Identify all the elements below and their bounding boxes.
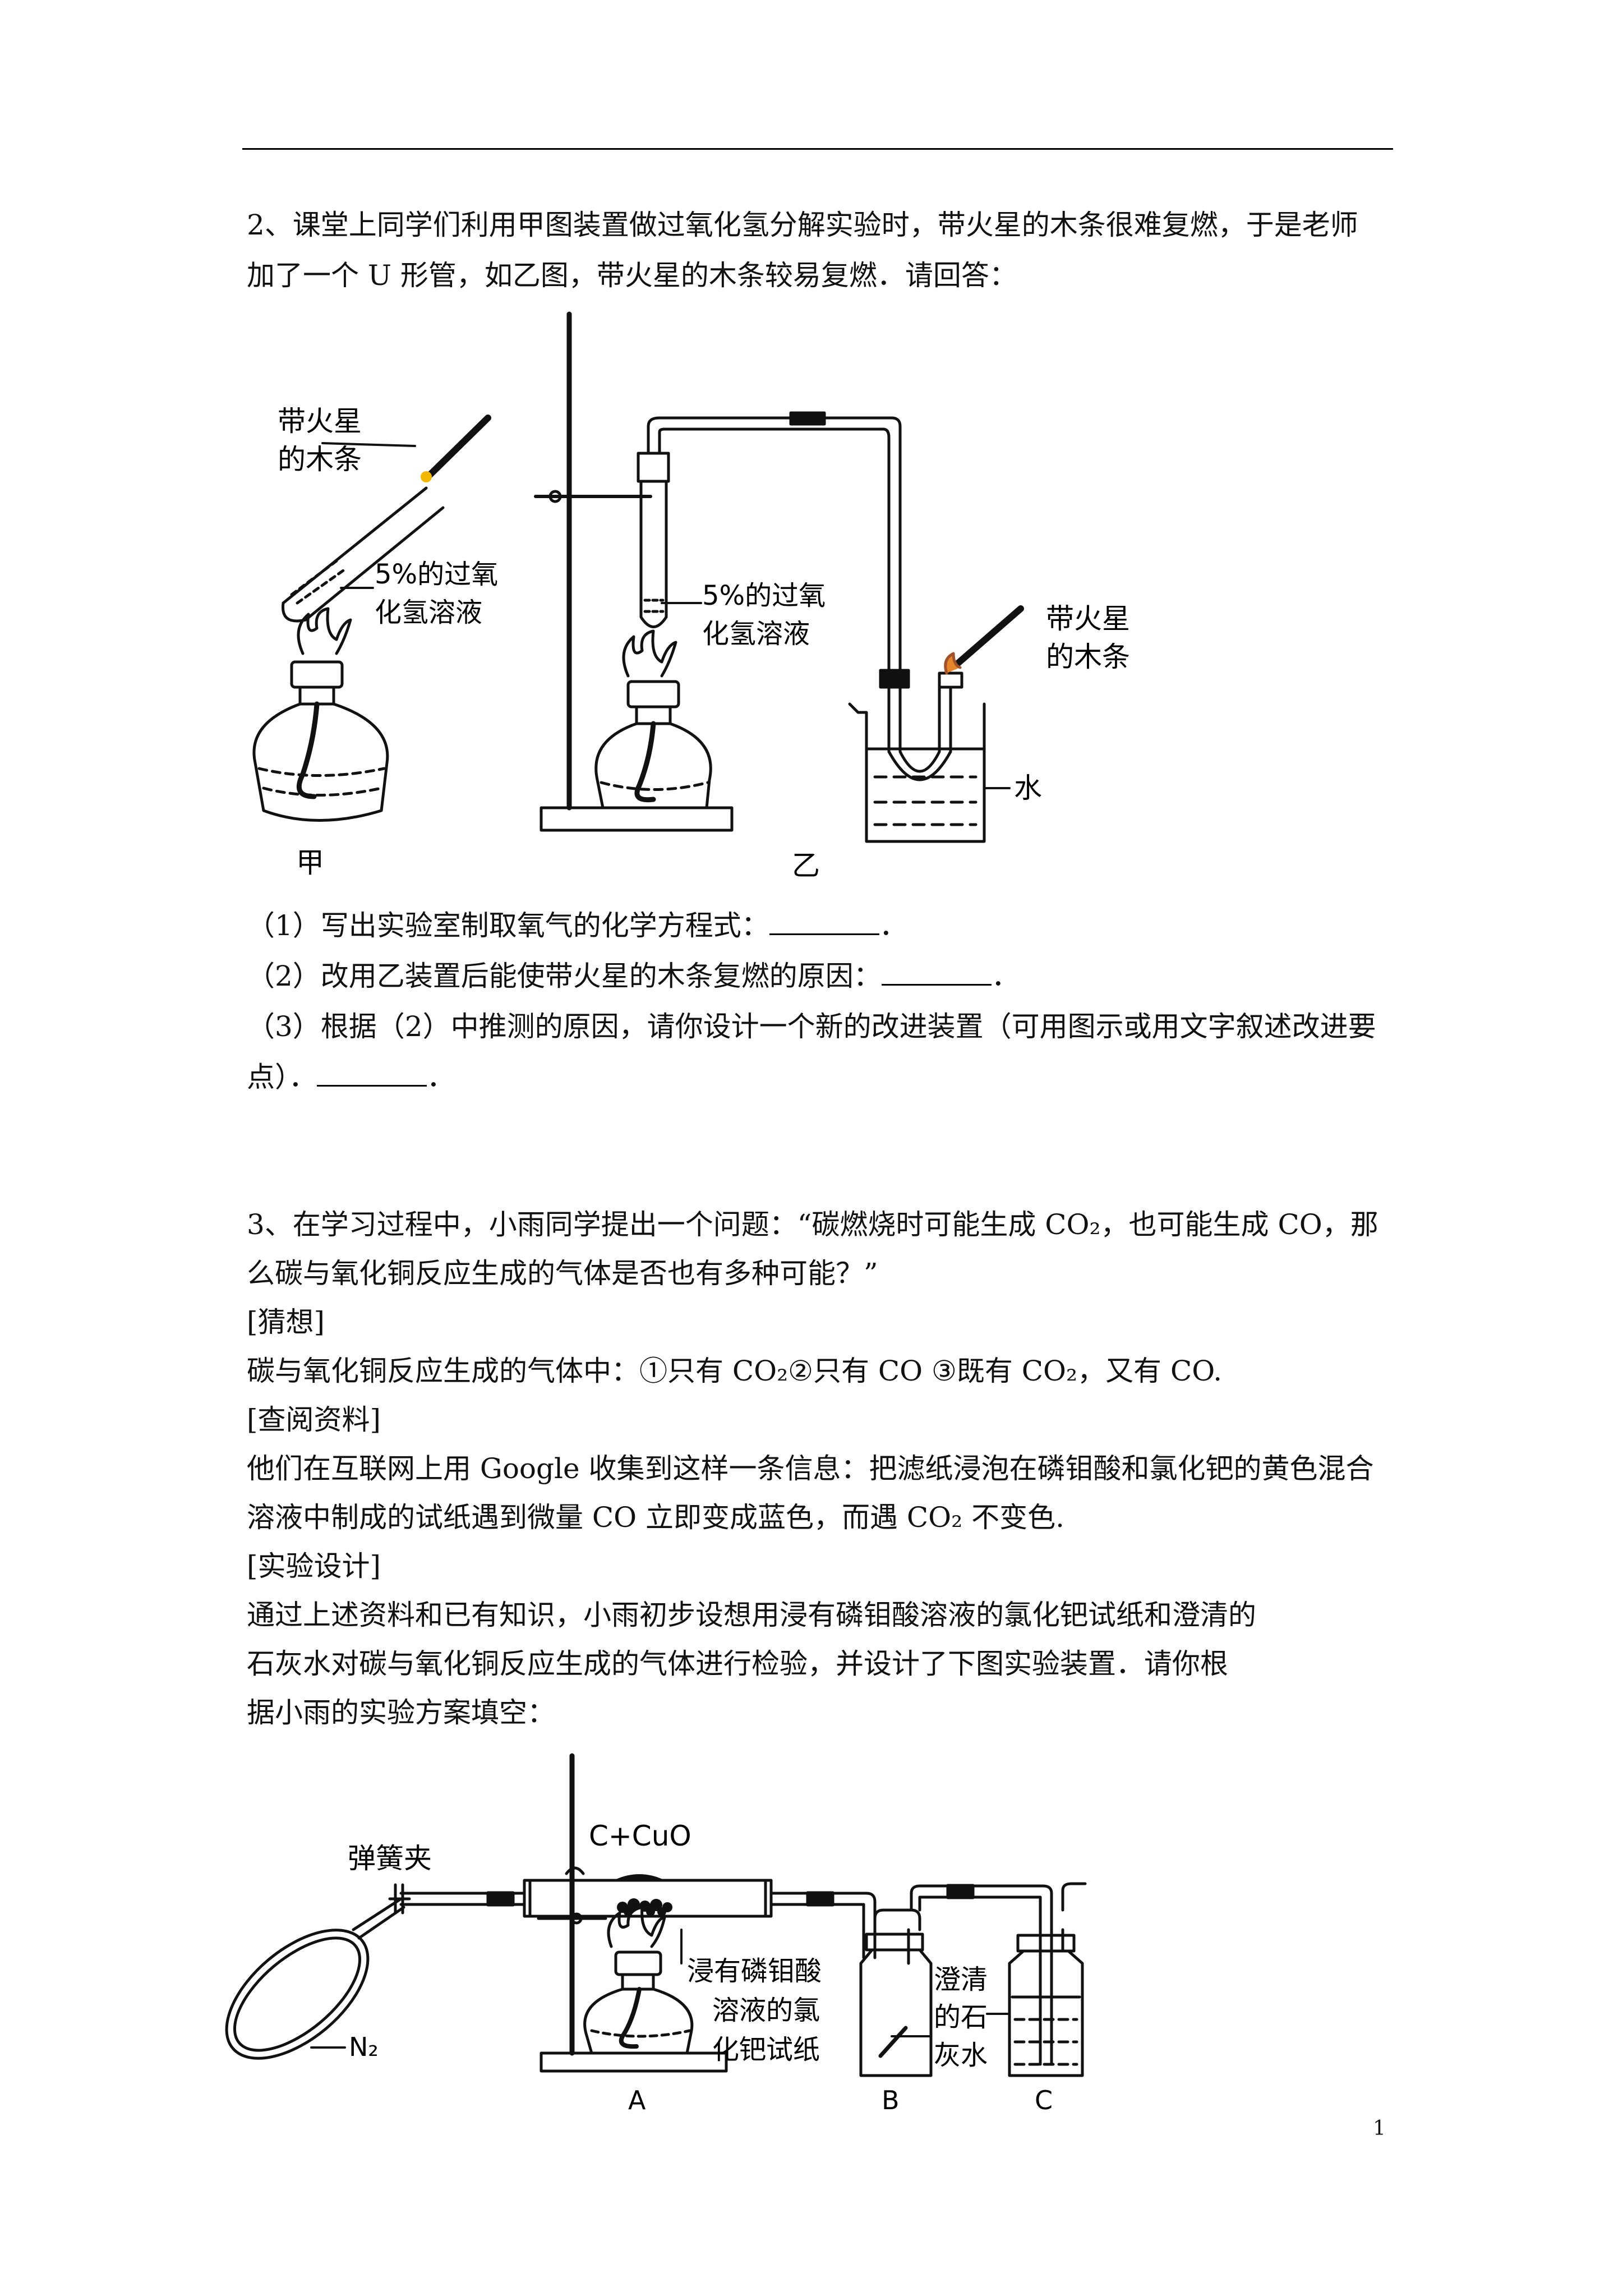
yi-test-tube xyxy=(637,452,670,628)
q3-line-1: 3、在学习过程中，小雨同学提出一个问题：“碳燃烧时可能生成 CO₂，也可能生成 … xyxy=(247,1208,1378,1241)
q3-info-1: 他们在互联网上用 Google 收集到这样一条信息：把滤纸浸泡在磷钼酸和氯化钯的… xyxy=(247,1452,1374,1485)
q3-line-2: 么碳与氧化铜反应生成的气体是否也有多种可能？” xyxy=(247,1257,878,1290)
paper-label-2: 溶液的氯 xyxy=(712,1995,820,2026)
label-b: B xyxy=(882,2085,900,2115)
q3-heading-guess: [猜想] xyxy=(247,1306,325,1338)
yi-solution-label-2: 化氢溶液 xyxy=(702,618,810,650)
q3-heading-design: [实验设计] xyxy=(247,1550,381,1582)
yi-splint xyxy=(953,605,1024,668)
answer-blank-2[interactable] xyxy=(881,961,992,986)
question-2-stem: 2、课堂上同学们利用甲图装置做过氧化氢分解实验时，带火星的木条很难复燃，于是老师… xyxy=(247,200,1391,301)
answer-blank-1[interactable] xyxy=(769,911,879,935)
yi-iron-stand xyxy=(534,311,734,832)
figure-jia-yi: 带火星 的木条 5%的过氧 化氢溶液 5%的过氧 化氢溶液 带火星 的木条 水 … xyxy=(252,311,1130,882)
q2-sub-3-line-2: 点）． ． xyxy=(247,1052,1391,1102)
paper-label-1: 浸有磷钼酸 xyxy=(687,1955,822,1987)
figure-abc: 弹簧夹 C+CuO N₂ 浸有磷钼酸 溶液的氯 化钯试纸 澄清 的石 灰水 A … xyxy=(225,1753,1087,2115)
jia-alcohol-lamp xyxy=(252,660,389,822)
limewater-label-2: 的石 xyxy=(934,2001,988,2033)
clamp-label: 弹簧夹 xyxy=(348,1842,432,1875)
limewater-label-3: 灰水 xyxy=(934,2040,988,2071)
yi-delivery-tube xyxy=(647,416,902,672)
q2-sub-3-text: 点）． xyxy=(247,1061,317,1093)
abc-flame xyxy=(607,1906,666,1948)
q2-line-2: 加了一个 U 形管，如乙图，带火星的木条较易复燃．请回答： xyxy=(247,259,1017,292)
caption-yi: 乙 xyxy=(792,849,820,882)
yi-stick-label-1: 带火星 xyxy=(1046,602,1130,635)
abc-alcohol-lamp xyxy=(583,1950,694,2055)
q2-sub-3-end: ． xyxy=(427,1061,455,1093)
c-cuo-powder xyxy=(617,1898,672,1916)
label-a: A xyxy=(628,2085,646,2115)
yi-alcohol-lamp xyxy=(594,680,712,809)
page-number: 1 xyxy=(1373,2117,1386,2140)
yi-stick-label-2: 的木条 xyxy=(1046,641,1130,673)
bottle-b xyxy=(859,1884,1053,2077)
jia-stick-label-1: 带火星 xyxy=(278,405,362,438)
jia-solution-label-2: 化氢溶液 xyxy=(375,597,482,628)
q3-guess: 碳与氧化铜反应生成的气体中：①只有 CO₂②只有 CO ③既有 CO₂，又有 C… xyxy=(247,1355,1223,1387)
n2-label: N₂ xyxy=(349,2032,379,2062)
water-label: 水 xyxy=(1014,772,1042,804)
q2-sub-2: （2）改用乙装置后能使带火星的木条复燃的原因： ． xyxy=(247,951,1391,1001)
jia-solution-label-1: 5%的过氧 xyxy=(375,559,498,590)
q3-design-3: 据小雨的实验方案填空： xyxy=(247,1696,555,1729)
jia-stick-label-2: 的木条 xyxy=(278,443,362,476)
q3-design-2: 石灰水对碳与氧化铜反应生成的气体进行检验，并设计了下图实验装置．请你根 xyxy=(247,1648,1228,1680)
spring-clamp xyxy=(388,1883,411,1915)
answer-blank-3[interactable] xyxy=(317,1062,427,1087)
q2-sub-1: （1）写出实验室制取氧气的化学方程式： ． xyxy=(247,900,1391,951)
q2-sub-1-text: （1）写出实验室制取氧气的化学方程式： xyxy=(247,909,769,942)
reactant-label: C+CuO xyxy=(589,1820,691,1852)
q3-design-1: 通过上述资料和已有知识，小雨初步设想用浸有磷钼酸溶液的氯化钯试纸和澄清的 xyxy=(247,1599,1256,1631)
limewater-label-1: 澄清 xyxy=(934,1964,988,1995)
yi-beaker xyxy=(848,669,1011,843)
q2-line-1: 2、课堂上同学们利用甲图装置做过氧化氢分解实验时，带火星的木条很难复燃，于是老师 xyxy=(247,209,1358,241)
q2-sub-2-text: （2）改用乙装置后能使带火星的木条复燃的原因： xyxy=(247,960,882,992)
yi-solution-label-1: 5%的过氧 xyxy=(702,580,826,611)
reaction-tube xyxy=(523,1874,877,1931)
q2-sub-1-end: ． xyxy=(879,909,907,942)
paper-label-3: 化钯试纸 xyxy=(712,2034,820,2065)
nitrogen-bag xyxy=(225,1897,405,2060)
jia-flame xyxy=(297,607,352,655)
bottle-c xyxy=(986,1882,1087,2077)
header-rule xyxy=(242,148,1393,150)
q3-heading-info: [查阅资料] xyxy=(247,1404,381,1436)
q3-info-2: 溶液中制成的试纸遇到微量 CO 立即变成蓝色，而遇 CO₂ 不变色. xyxy=(247,1501,1065,1534)
caption-jia: 甲 xyxy=(296,846,324,879)
jia-splint xyxy=(426,415,491,479)
label-c: C xyxy=(1035,2085,1053,2115)
question-3: 3、在学习过程中，小雨同学提出一个问题：“碳燃烧时可能生成 CO₂，也可能生成 … xyxy=(247,1200,1391,1737)
jia-test-tube xyxy=(282,486,445,623)
yi-flame xyxy=(622,629,677,678)
question-2-subs: （1）写出实验室制取氧气的化学方程式： ． （2）改用乙装置后能使带火星的木条复燃… xyxy=(247,900,1391,1102)
q2-sub-3-line-1: （3）根据（2）中推测的原因，请你设计一个新的改进装置（可用图示或用文字叙述改进… xyxy=(247,1010,1376,1043)
q2-sub-2-end: ． xyxy=(991,960,1020,992)
